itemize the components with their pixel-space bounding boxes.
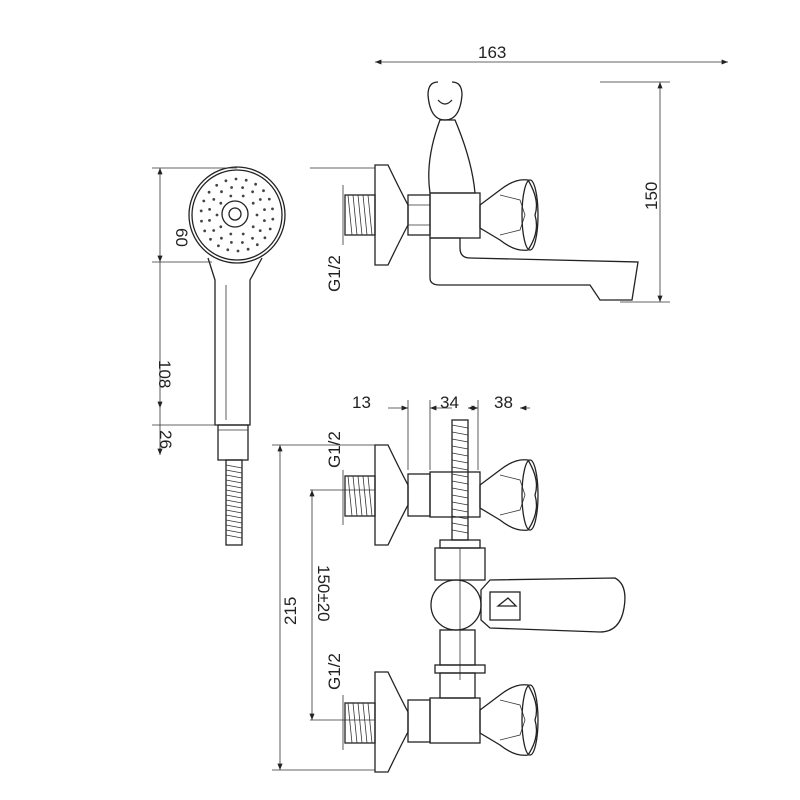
- spray-hole: [241, 232, 245, 236]
- dim-thread-top: G1/2: [310, 167, 375, 292]
- spray-hole: [199, 209, 203, 213]
- dim-215-label: 215: [281, 597, 300, 625]
- spray-hole: [229, 232, 233, 236]
- spray-hole: [271, 207, 274, 211]
- thread-front-lower-label: G1/2: [325, 653, 344, 690]
- spray-hole: [212, 229, 216, 232]
- thread-inlet-top: [344, 194, 376, 236]
- spray-hole: [263, 219, 266, 223]
- dim-38-label: 38: [494, 393, 513, 412]
- spray-hole: [230, 241, 233, 244]
- spray-hole: [215, 183, 219, 187]
- spray-hole: [212, 198, 216, 201]
- dim-13-label: 13: [352, 393, 371, 412]
- dim-spacing-label: 150±20: [314, 565, 333, 622]
- spray-hole: [229, 194, 233, 198]
- spray-hole: [241, 194, 245, 198]
- dim-163-label: 163: [478, 43, 506, 62]
- top-view-mixer: [344, 81, 639, 301]
- spray-hole: [224, 179, 228, 183]
- dim-front-top: 13 34 38: [352, 393, 530, 470]
- hand-shower: [188, 166, 286, 546]
- spray-hole: [246, 247, 250, 251]
- spray-hole: [209, 237, 212, 241]
- spray-hole: [200, 219, 203, 223]
- dim-front-threads: G1/2 G1/2: [310, 431, 375, 750]
- dim-26-label: 26: [156, 430, 175, 449]
- spray-hole: [207, 190, 211, 194]
- dim-34-label: 34: [440, 393, 459, 412]
- spray-hole: [220, 236, 223, 240]
- spray-hole: [230, 186, 234, 189]
- dim-215: 215: [272, 444, 375, 771]
- dim-150-20: 150±20: [309, 490, 333, 720]
- spray-hole: [226, 248, 230, 252]
- spray-hole: [262, 189, 265, 193]
- spray-hole: [202, 199, 206, 203]
- spray-hole: [236, 249, 240, 253]
- spray-hole: [219, 225, 223, 229]
- spray-hole: [203, 229, 207, 233]
- spray-hole: [263, 208, 266, 212]
- shower-head: [188, 166, 286, 264]
- spray-hole: [251, 201, 255, 205]
- spray-hole: [219, 201, 223, 205]
- spray-hole: [251, 190, 255, 194]
- spray-hole: [258, 198, 262, 201]
- spray-hole: [268, 227, 272, 231]
- spray-hole: [263, 236, 267, 240]
- front-view-mixer: [344, 419, 626, 773]
- spray-hole: [208, 219, 211, 222]
- dim-60-label: 60: [172, 228, 191, 247]
- spray-hole: [251, 225, 255, 229]
- spray-hole: [234, 177, 238, 181]
- spray-hole: [255, 213, 259, 217]
- dim-108-label: 108: [155, 360, 174, 388]
- spray-hole: [208, 208, 212, 211]
- dim-150-label: 150: [642, 182, 661, 210]
- spray-hole: [241, 241, 244, 244]
- spray-hole: [255, 243, 259, 247]
- dim-150: 150: [600, 81, 670, 303]
- spray-hole: [217, 244, 220, 248]
- dim-163: 163: [375, 43, 728, 65]
- spray-hole: [258, 229, 262, 233]
- spray-hole: [271, 217, 275, 221]
- spray-hole: [215, 213, 219, 217]
- spray-hole: [244, 178, 248, 182]
- spray-hole: [267, 197, 271, 201]
- spray-hole: [241, 186, 245, 190]
- dim-shower: 60 108 26: [152, 167, 237, 455]
- spray-hole: [251, 236, 254, 240]
- thread-front-upper-label: G1/2: [325, 431, 344, 468]
- spray-hole: [254, 182, 257, 186]
- thread-top-label: G1/2: [325, 255, 344, 292]
- spray-hole: [220, 190, 223, 194]
